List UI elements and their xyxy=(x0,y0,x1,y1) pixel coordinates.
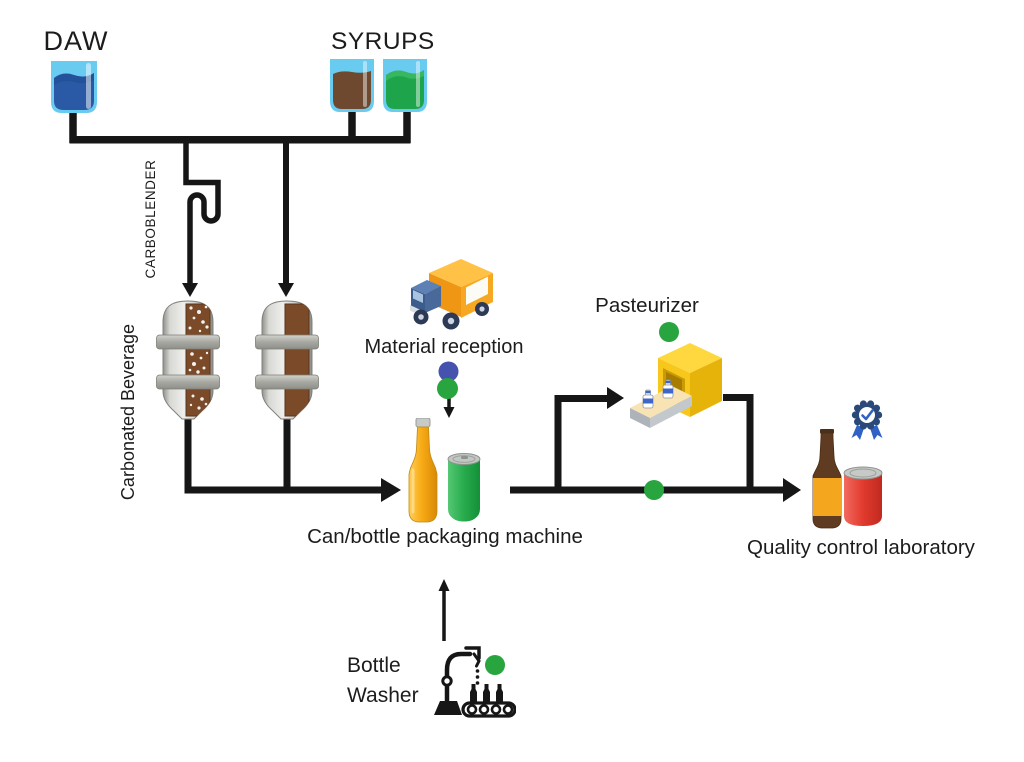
pipe-tanks-to-packaging xyxy=(184,424,382,494)
badge-ribbon-right xyxy=(870,425,883,440)
quality-badge-icon xyxy=(851,400,883,440)
bottle-washer-label: Bottle Washer xyxy=(347,651,419,711)
pipe-pasteurizer-out xyxy=(723,394,754,494)
pipe-carboblender-coil xyxy=(183,136,221,284)
can-tab xyxy=(461,456,468,459)
truck-cargo-panel xyxy=(466,276,488,305)
bottle-washer-icon xyxy=(434,646,516,718)
tank-outlet-pipe xyxy=(184,414,192,430)
bottle-cap xyxy=(415,418,431,428)
beaker-liquid-green xyxy=(386,70,424,109)
tank-band-upper xyxy=(255,334,319,350)
quality-control-label: Quality control laboratory xyxy=(747,536,975,559)
bottle-body xyxy=(408,426,438,523)
amber-bottle-icon xyxy=(408,418,438,523)
delivery-truck-icon xyxy=(410,259,493,330)
tank-outlet-pipe xyxy=(283,414,291,430)
beaker-liquid-shine xyxy=(386,70,424,81)
washer-bottles xyxy=(470,684,503,703)
beaker-highlight xyxy=(363,61,367,107)
qc-red-can-icon xyxy=(843,466,883,526)
bottle-washer-label-line1: Bottle xyxy=(347,654,401,677)
carbonation-tank-1-icon xyxy=(156,300,220,430)
washer-arm xyxy=(444,651,473,706)
washer-base xyxy=(434,701,462,715)
washer-drops xyxy=(475,669,480,685)
truck-cab-front xyxy=(425,286,441,313)
beer-bottle-label xyxy=(813,478,841,516)
arrowhead-qc xyxy=(783,478,801,502)
pasteurizer-side xyxy=(690,358,722,417)
arrowhead-washer xyxy=(438,579,450,591)
arrowhead-packaging xyxy=(381,478,401,502)
tank-window-brown xyxy=(185,303,211,417)
truck-cab-window xyxy=(413,290,423,303)
beaker-liquid-brown xyxy=(333,71,371,109)
conveyor-bottle-1 xyxy=(642,389,654,409)
daw-beaker-icon xyxy=(51,61,97,113)
tank-window-brown xyxy=(284,303,310,417)
washer-bracket xyxy=(464,646,481,660)
truck-cab-roof xyxy=(411,280,441,294)
beaker-highlight xyxy=(416,61,420,107)
qc-beer-bottle-icon xyxy=(812,429,842,529)
green-can-icon xyxy=(447,453,481,522)
syrups-label: SYRUPS xyxy=(331,28,435,55)
syrup-brown-beaker-icon xyxy=(330,59,374,112)
badge-rosette xyxy=(851,400,883,430)
arrowhead-material xyxy=(443,407,455,418)
can-lid-rim xyxy=(452,455,476,463)
conveyor-top xyxy=(630,386,692,418)
pipe-branch-to-pasteurizer xyxy=(554,395,608,494)
pasteurizer-icon xyxy=(630,343,722,428)
status-dot-green-mainline xyxy=(644,480,664,500)
status-dot-green-pasteurizer xyxy=(659,322,679,342)
conveyor-bottle-2 xyxy=(662,379,674,399)
badge-checkmark xyxy=(861,409,874,421)
arrowhead-pasteurizer xyxy=(607,387,624,409)
status-dot-green-material xyxy=(437,378,458,399)
pipe-manifold xyxy=(69,111,411,144)
arrowhead-tank1 xyxy=(182,283,198,297)
status-dot-blue-material xyxy=(438,361,459,382)
tank-band-lower xyxy=(255,374,319,390)
washer-rollers xyxy=(466,704,514,715)
conveyor-end xyxy=(630,408,650,428)
tank-band-lower xyxy=(156,374,220,390)
daw-label: DAW xyxy=(43,26,109,56)
truck-wheels xyxy=(413,302,489,330)
bottle-washer-label-line2: Washer xyxy=(347,684,419,707)
red-can-body xyxy=(844,473,882,526)
carbonated-beverage-label: Carbonated Beverage xyxy=(118,323,138,501)
status-dot-green-washer xyxy=(485,655,505,675)
beaker-highlight xyxy=(86,63,91,109)
carbonation-tank-2-icon xyxy=(255,300,319,430)
beaker-liquid-shade xyxy=(54,73,94,85)
arrowhead-tank2 xyxy=(278,283,294,297)
pasteurizer-label: Pasteurizer xyxy=(595,294,699,317)
conveyor-side xyxy=(650,396,692,428)
washer-joint xyxy=(441,675,453,687)
washer-nozzle xyxy=(472,652,481,668)
badge-ribbon-left xyxy=(851,425,864,440)
can-body xyxy=(448,459,480,522)
beer-bottle-cap xyxy=(820,429,834,434)
red-can-lid-rim xyxy=(849,468,877,478)
material-reception-label: Material reception xyxy=(364,336,524,358)
packaging-machine-label: Can/bottle packaging machine xyxy=(307,525,583,548)
syrup-green-beaker-icon xyxy=(383,59,427,112)
carboblender-label: CARBOBLENDER xyxy=(143,159,158,279)
tank-band-upper xyxy=(156,334,220,350)
carbonation-bubbles xyxy=(188,305,209,410)
